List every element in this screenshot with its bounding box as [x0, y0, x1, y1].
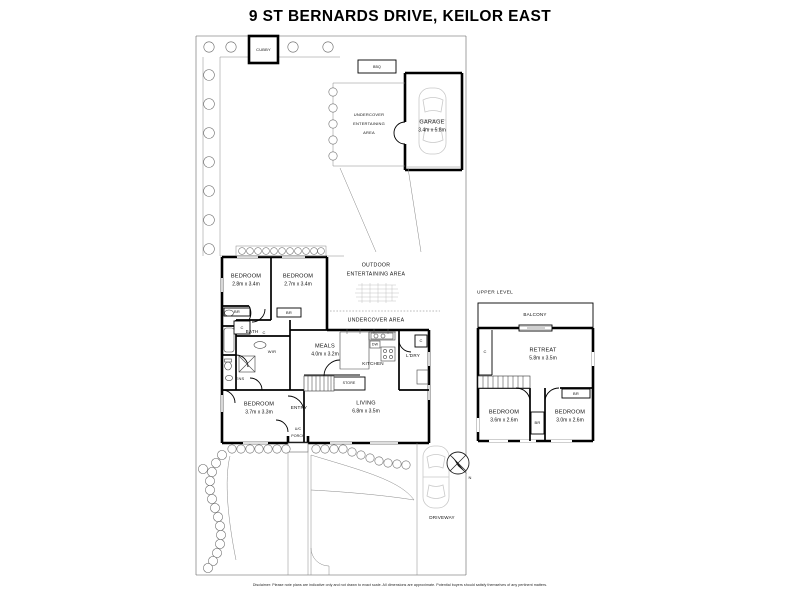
ground-floor-room-labels: BEDROOM 2.8m x 3.4m BEDROOM 2.7m x 3.4m …: [231, 273, 420, 437]
cubby-label: CUBBY: [256, 47, 271, 52]
room-label-bedroom-3: BEDROOM: [244, 401, 274, 407]
porch-label-line1: U/C: [295, 427, 302, 431]
upper-level-plan: UPPER LEVEL BALCONY: [476, 289, 595, 443]
stairs-upper: [477, 375, 531, 389]
upper-cupboard-label: C: [483, 349, 486, 354]
undercover-area-label: UNDERCOVER AREA: [348, 317, 405, 323]
room-label-entry: ENTRY: [291, 405, 308, 410]
garage-name: GARAGE: [419, 119, 444, 125]
room-label-bedroom-1: BEDROOM: [231, 273, 261, 279]
car-icon-driveway: [422, 445, 450, 509]
upper-robe-label-1: BR: [573, 391, 579, 396]
robe-label-1: BR: [234, 309, 240, 314]
stairs-ground: [303, 375, 335, 392]
car-icon-garage: [418, 87, 447, 155]
room-label-laundry: L'DRY: [406, 353, 420, 358]
upper-level-section-label: UPPER LEVEL: [477, 289, 513, 295]
room-label-wir: WIR: [268, 349, 276, 354]
window-markers: [221, 256, 430, 444]
bbq: BBQ: [357, 59, 397, 74]
cubby-house: CUBBY: [247, 34, 280, 65]
garden-shrubs-boundary: [202, 41, 344, 257]
room-label-living: LIVING: [356, 400, 376, 406]
dishwasher-label: DW: [372, 342, 379, 346]
porch-label-line2: PORCH: [291, 434, 305, 438]
undercover-entertaining-line1: UNDERCOVER: [354, 112, 384, 117]
door-swings: [221, 305, 412, 433]
page-title: 9 ST BERNARDS DRIVE, KEILOR EAST: [248, 8, 552, 25]
outdoor-entertaining-area: OUTDOOR ENTERTAINING AREA UNDERC: [330, 262, 440, 323]
laundry-fixtures: C: [414, 334, 429, 385]
kitchen-fixtures: DW: [339, 329, 396, 370]
laundry-cupboard-label: C: [419, 338, 422, 343]
garage: GARAGE 3.4m x 5.8m: [393, 71, 464, 172]
undercover-entertaining-line2: ENTERTAINING: [353, 121, 385, 126]
driveway-label: DRIVEWAY: [429, 515, 455, 520]
room-label-meals: MEALS: [315, 343, 335, 349]
disclaimer-text: Disclaimer: Please note plans are indica…: [252, 583, 548, 587]
room-label-retreat: RETREAT: [529, 347, 556, 353]
undercover-entertaining-line3: AREA: [363, 130, 375, 135]
cupboard-label-2: C: [262, 330, 265, 335]
room-dim-retreat: 5.8m x 3.5m: [529, 355, 557, 361]
paving-hatch: [355, 283, 399, 303]
front-garden: [198, 436, 415, 575]
pergola-awning: [235, 245, 327, 257]
room-label-ensuite: ENS: [236, 376, 245, 381]
upper-robe-label-2: BR: [535, 420, 541, 425]
room-label-upper-bedroom-2: BEDROOM: [555, 409, 585, 415]
room-dim-bedroom-3: 3.7m x 3.3m: [245, 409, 273, 415]
room-dim-meals: 4.0m x 3.2m: [311, 351, 339, 357]
room-label-upper-bedroom-1: BEDROOM: [489, 409, 519, 415]
compass-rose: N: [446, 451, 471, 480]
balcony-label: BALCONY: [523, 312, 546, 317]
outdoor-entertaining-line2: ENTERTAINING AREA: [347, 271, 406, 277]
room-dim-bedroom-1: 2.8m x 3.4m: [232, 281, 260, 287]
room-dim-bedroom-2: 2.7m x 3.4m: [284, 281, 312, 287]
outdoor-entertaining-line1: OUTDOOR: [362, 262, 391, 268]
room-label-kitchen: KITCHEN: [362, 361, 384, 366]
garage-dimensions: 3.4m x 5.8m: [418, 127, 446, 133]
site-boundary: [195, 35, 467, 576]
room-label-bath: BATH: [246, 329, 259, 334]
robe-label-2: BR: [286, 310, 292, 315]
room-label-bedroom-2: BEDROOM: [283, 273, 313, 279]
room-dim-living: 6.8m x 3.5m: [352, 408, 380, 414]
room-dim-upper-bedroom-2: 3.0m x 2.6m: [556, 417, 584, 423]
driveway: DRIVEWAY: [416, 443, 455, 575]
bathroom-fixtures: [223, 309, 267, 381]
undercover-entertaining-area: UNDERCOVER ENTERTAINING AREA: [328, 82, 422, 253]
compass-north-label: N: [468, 475, 471, 480]
cupboard-label-1: C: [240, 325, 243, 330]
room-label-store: STORE: [343, 381, 356, 385]
room-dim-upper-bedroom-1: 3.6m x 2.6m: [490, 417, 518, 423]
bbq-label: BBQ: [373, 65, 381, 69]
